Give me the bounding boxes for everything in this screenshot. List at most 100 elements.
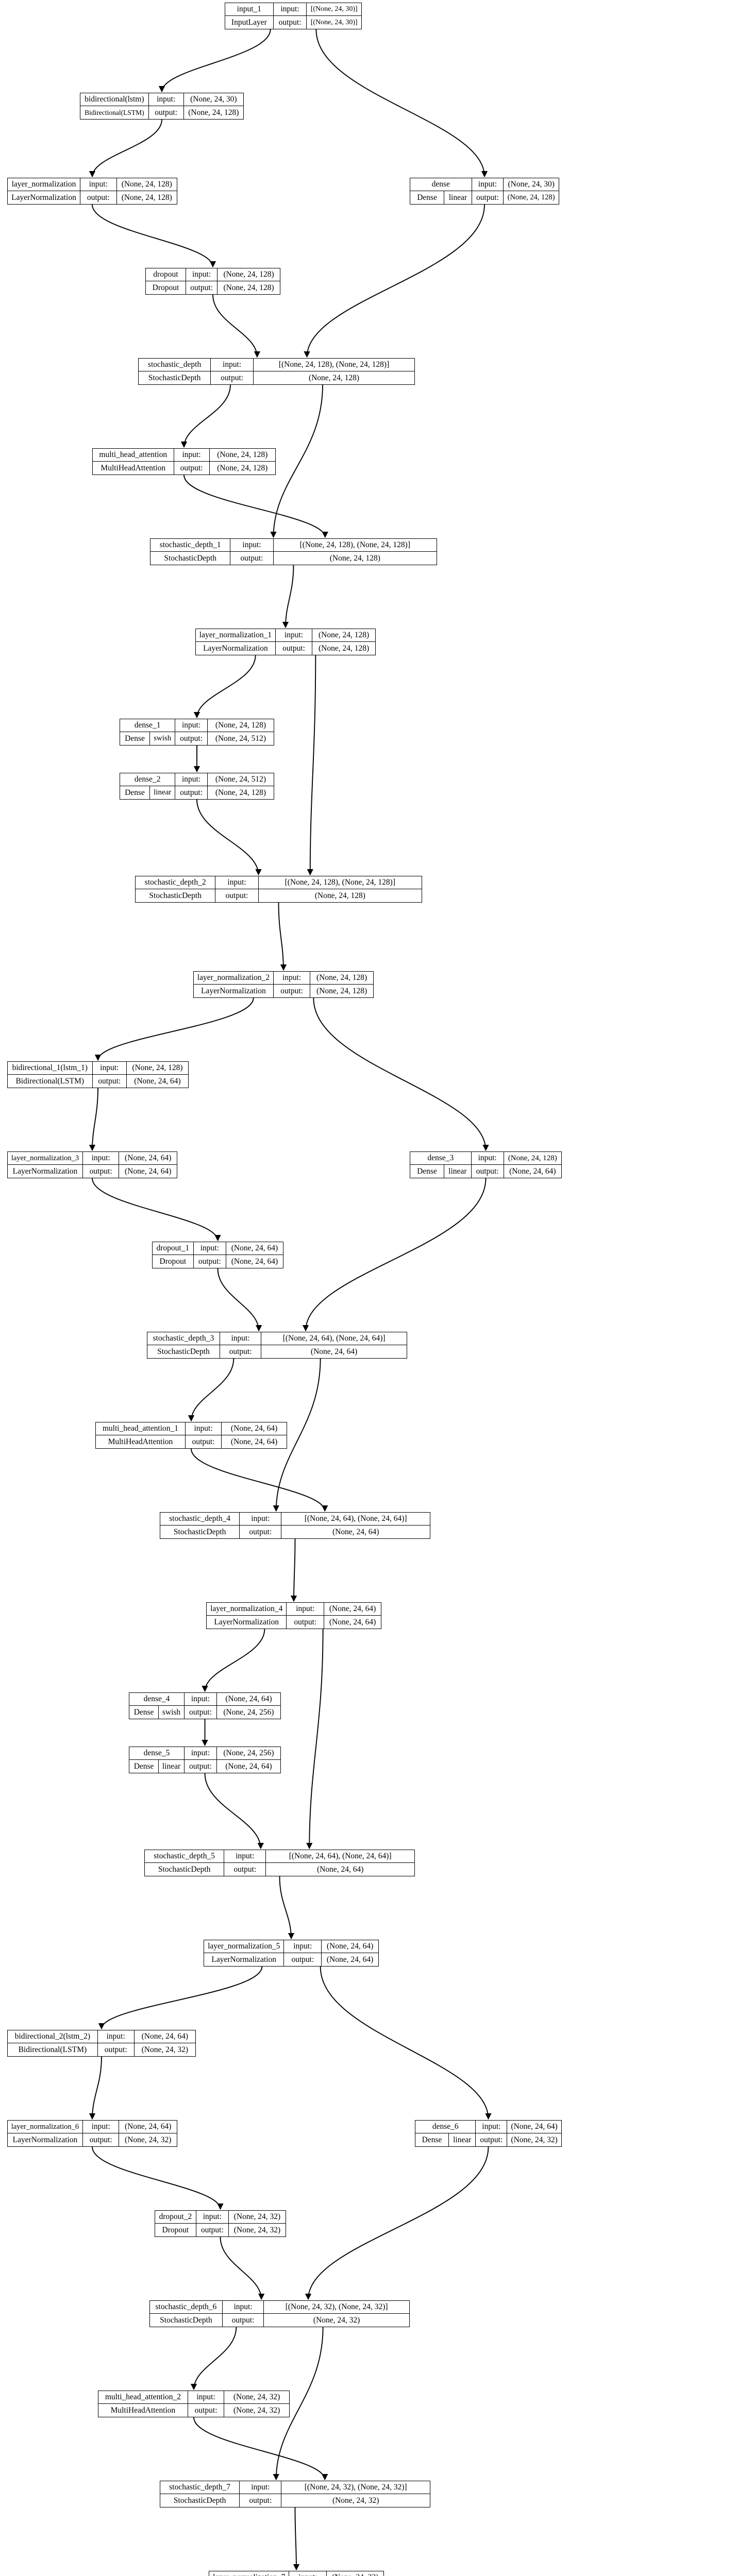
layer-class: LayerNormalization: [8, 2133, 83, 2146]
layer-node-bidirectional_2_lstm_2[interactable]: bidirectional_2(lstm_2)input:(None, 24, …: [7, 2030, 196, 2057]
output-shape: [(None, 24, 30)]: [310, 18, 358, 26]
input-label: input:: [188, 2391, 225, 2403]
edge-layer_normalization_1-to-stochastic_depth_2: [307, 655, 316, 876]
input-shape: (None, 24, 30): [508, 180, 555, 189]
output-label: output:: [83, 2133, 120, 2146]
output-label: output:: [174, 462, 210, 474]
edge-dropout_1-to-stochastic_depth_3: [217, 1268, 262, 1332]
output-shape: (None, 24, 32): [233, 2225, 281, 2234]
output-label: output:: [472, 1165, 504, 1178]
input-label: input:: [185, 1693, 217, 1705]
layer-class: StochasticDepth: [136, 889, 216, 902]
output-label: output:: [476, 2133, 508, 2146]
layer-name: stochastic_depth_5: [145, 1850, 225, 1862]
layer-name: dropout_2: [155, 2211, 196, 2223]
output-label: output:: [284, 1953, 322, 1966]
input-shape: (None, 24, 30): [190, 95, 237, 104]
output-shape: (None, 24, 128): [507, 193, 555, 202]
input-label: input:: [196, 2211, 229, 2223]
input-shape: (None, 24, 128): [217, 450, 268, 460]
layer-name: layer_normalization_4: [207, 1603, 287, 1615]
edge-bidirectional_2_lstm_2-to-layer_normalization_6: [89, 2056, 102, 2120]
input-label: input:: [276, 629, 313, 641]
output-label: output:: [80, 191, 117, 204]
layer-node-bidirectional_lstm[interactable]: bidirectional(lstm)input:(None, 24, 30)B…: [80, 93, 244, 120]
layer-name: dense_2: [120, 773, 176, 786]
edge-layer_normalization_2-to-dense_3: [313, 997, 489, 1151]
input-label: input:: [472, 1152, 504, 1164]
output-label: output:: [196, 2224, 229, 2236]
layer-class: LayerNormalization: [194, 985, 274, 997]
edge-multi_head_attention-to-stochastic_depth_1: [183, 474, 328, 538]
input-shape: [(None, 24, 30)]: [310, 5, 358, 13]
output-shape: (None, 24, 64): [329, 1617, 376, 1626]
edge-stochastic_depth_4-to-layer_normalization_4: [290, 1538, 297, 1602]
edge-input_1-to-dense: [315, 29, 488, 178]
input-shape: (None, 24, 512): [215, 775, 266, 784]
layer-node-input-row: bidirectional(lstm)input:(None, 24, 30): [80, 93, 243, 106]
output-shape: (None, 24, 128): [217, 463, 268, 472]
input-label: input:: [98, 2030, 135, 2043]
layer-class: LayerNormalization: [204, 1953, 285, 1966]
input-label: input:: [274, 972, 311, 984]
edge-layer_normalization_3-to-dropout_1: [92, 1178, 221, 1242]
input-label: input:: [80, 178, 117, 191]
edge-stochastic_depth_2-to-layer_normalization_2: [278, 902, 287, 971]
output-label: output:: [211, 371, 254, 384]
layer-name: dense: [410, 178, 472, 191]
input-shape: (None, 24, 128): [215, 721, 266, 730]
layer-class: InputLayer: [225, 16, 274, 29]
layer-name: multi_head_attention_2: [98, 2391, 188, 2403]
layer-name: dropout_1: [153, 1242, 194, 1255]
output-label: output:: [83, 1165, 120, 1178]
layer-name: stochastic_depth_7: [160, 2481, 240, 2494]
edge-dense_5-to-stochastic_depth_5: [204, 1773, 264, 1850]
layer-node-bidirectional_1_lstm_1[interactable]: bidirectional_1(lstm_1)input:(None, 24, …: [7, 1061, 189, 1088]
output-label: output:: [186, 1435, 222, 1448]
output-shape: (None, 24, 128): [319, 643, 370, 653]
